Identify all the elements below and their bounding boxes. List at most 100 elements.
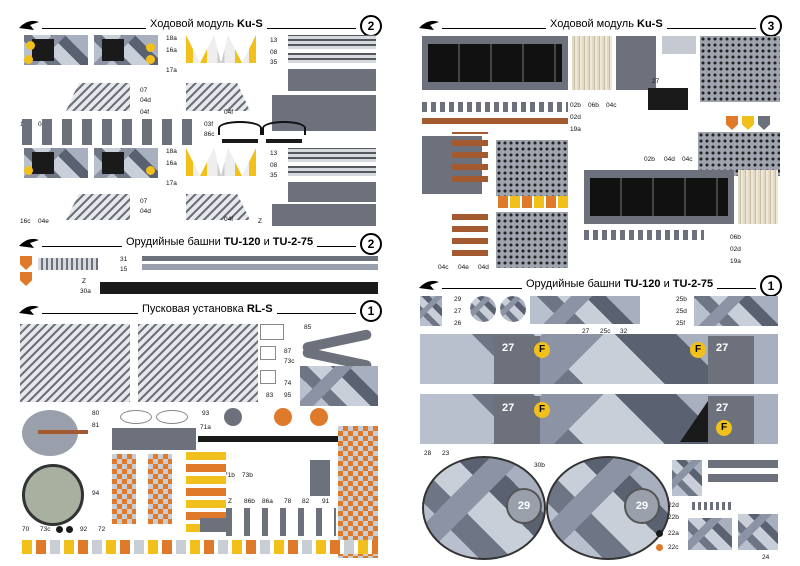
turret-badge-29: 29: [624, 488, 660, 524]
rl-s-parts: 85 87 73c 74 83 95 80 81 93 71a 94 71b 7…: [18, 322, 382, 562]
emblem-ll-icon: [146, 166, 155, 175]
grill-strip: [288, 166, 376, 176]
part-label: 73b: [242, 472, 253, 479]
part-label: 06b: [588, 102, 599, 109]
part-label: 82: [302, 498, 310, 505]
part-label: Z: [228, 498, 232, 505]
part-label: 25f: [676, 320, 686, 327]
turret-small-panel: [672, 460, 702, 496]
letter-f-badge-icon: F: [534, 402, 550, 418]
spike-fan-icon: [186, 148, 256, 176]
section-header-ku-s-3: Ходовой модуль Ku-S 3: [418, 15, 782, 37]
track-wheel-panel-2: [102, 39, 124, 61]
part-label: 02d: [730, 246, 741, 253]
wood-plank: [738, 170, 778, 224]
part-label: 02b: [644, 156, 655, 163]
publisher-logo-icon: [419, 20, 439, 30]
black-strip: [266, 139, 302, 143]
section-header-turrets-2: Орудийные башни TU-120 и TU-2-75 2: [18, 233, 382, 255]
page-number-badge: 2: [360, 15, 382, 37]
part-label: 04f: [224, 216, 234, 223]
track-window: [428, 44, 562, 82]
shield-decal-icon: [20, 256, 32, 270]
part-label: 04d: [664, 156, 675, 163]
section-header-turrets-1: Орудийные башни TU-120 и TU-2-75 1: [418, 275, 782, 297]
barrel-part: [38, 430, 88, 434]
shield-decal-icon: [20, 272, 32, 286]
turret-plate: [708, 396, 754, 444]
part-label: 78: [284, 498, 292, 505]
shield-decal-row: [498, 196, 568, 208]
black-strip: [222, 139, 258, 143]
part-label: 17a: [166, 67, 177, 74]
part-label: 04f: [224, 109, 234, 116]
grill-strip: [288, 35, 376, 49]
ku-s-part-row-2: 18a 16a 17a 13 08 35 07 04d 04f 16c 04e …: [18, 148, 382, 228]
rust-bar-stack: [452, 132, 488, 182]
part-label: 23: [442, 450, 450, 457]
part-label: 19a: [570, 126, 581, 133]
part-label: 16a: [166, 160, 177, 167]
part-label: 16c: [20, 218, 31, 225]
turret-strip: [708, 474, 778, 482]
part-label: 13: [270, 37, 278, 44]
tooth-strip: [692, 502, 732, 510]
small-grill-parts: [38, 258, 98, 270]
part-label: 94: [92, 490, 100, 497]
spike-fan-icon: [186, 35, 256, 63]
part-label: 86c: [204, 131, 215, 138]
part-label: 26: [454, 320, 462, 327]
part-label: 18a: [166, 148, 177, 155]
hazard-panel: [148, 454, 172, 524]
part-label: 35: [270, 59, 278, 66]
hazard-stripe-column: [338, 426, 378, 558]
track-window: [590, 178, 728, 216]
turret-badge-29: 29: [506, 488, 542, 524]
section-title: Орудийные башни TU-120 и TU-2-75: [522, 278, 718, 290]
long-strip: [142, 264, 378, 270]
part-label: 87: [284, 348, 292, 355]
part-label: 18a: [166, 35, 177, 42]
decal-window: [260, 346, 276, 360]
part-label: 22d: [668, 502, 679, 509]
part-label: 22c: [668, 544, 679, 551]
section-header-rl-s: Пусковая установка RL-S 1: [18, 300, 382, 322]
strut-parts: [226, 508, 336, 536]
part-label: 25d: [676, 308, 687, 315]
section-title: Ходовой модуль Ku-S: [146, 18, 267, 30]
part-label: 13: [270, 150, 278, 157]
turret-ring-left: [422, 456, 546, 560]
shield-decal-icon: [758, 116, 770, 130]
part-label: Z: [258, 218, 262, 225]
part-label: 80: [92, 410, 100, 417]
part-label: 17a: [166, 180, 177, 187]
part-label: 15: [120, 266, 128, 273]
part-label: 73c: [40, 526, 51, 533]
decal-window: [156, 410, 188, 424]
long-strip: [142, 256, 378, 261]
launcher-frame-right: [138, 324, 258, 402]
letter-f-badge-icon: F: [716, 420, 732, 436]
part-label: 04d: [140, 97, 151, 104]
section-title: Пусковая установка RL-S: [138, 303, 277, 315]
part-label: 04c: [438, 264, 449, 271]
part-label: 02d: [570, 114, 581, 121]
armor-panel: [288, 69, 376, 91]
curved-shield-part: [262, 121, 306, 135]
part-label: 91: [322, 498, 330, 505]
black-strip-long: [100, 282, 378, 294]
part-label: 86a: [262, 498, 273, 505]
turret-side-panel: [694, 296, 778, 326]
wood-plank: [572, 36, 612, 90]
armor-block: [662, 36, 696, 54]
hull-panel: [272, 204, 376, 226]
part-label: 35: [270, 172, 278, 179]
ku-s-part-row-1: 18a 16a 17a 13 08 35 07 04d 04f 04f 16c …: [18, 35, 382, 225]
emblem-ll-icon: [146, 55, 155, 64]
rust-strip: [422, 118, 568, 124]
turret-1-parts: 29 27 26 27 25c 32 25b 25d 25f 27 F 27 F…: [418, 296, 782, 562]
part-label: 30a: [80, 288, 91, 295]
emblem-ll-icon: [24, 166, 33, 175]
section-title: Ходовой модуль Ku-S: [546, 18, 667, 30]
part-label: 03f: [204, 121, 214, 128]
